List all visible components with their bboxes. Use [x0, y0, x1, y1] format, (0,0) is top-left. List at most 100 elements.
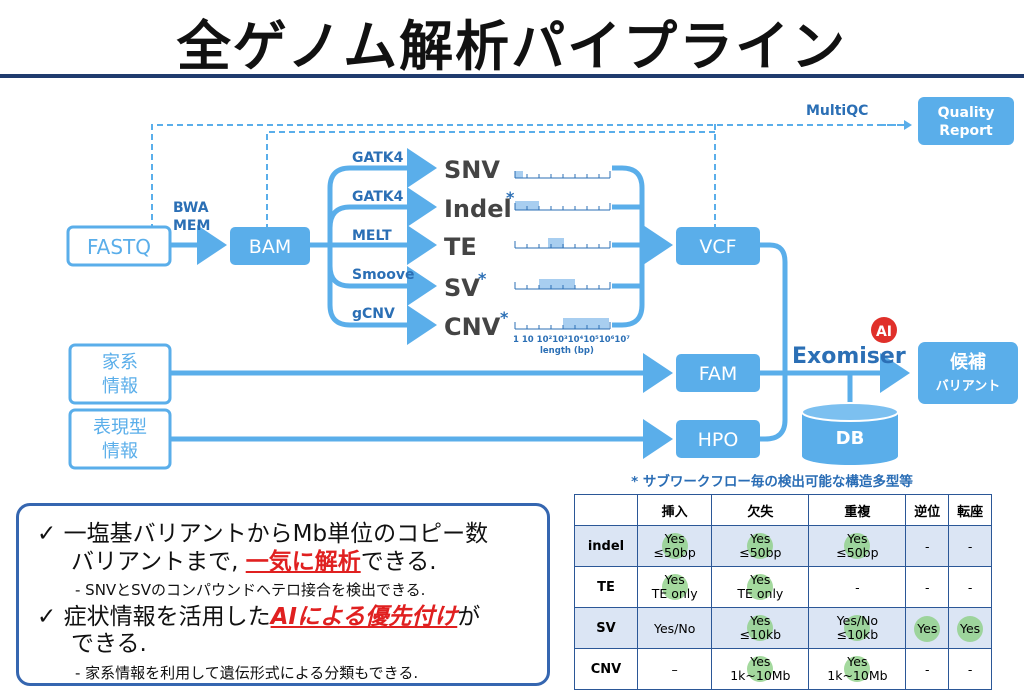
bullet-2-line1: ✓ 症状情報を活用したAIによる優先付けが — [37, 603, 480, 631]
multiqc-dashed-lines — [151, 120, 912, 230]
table-cell: Yes ≤10kb — [711, 607, 810, 649]
sv-star: * — [478, 269, 487, 288]
indel-star: * — [506, 188, 515, 207]
yes-indicator-dot — [747, 656, 774, 682]
table-cell: - — [905, 525, 950, 567]
fam-label: FAM — [699, 363, 738, 385]
table-cell: Yes/No — [636, 607, 713, 649]
yes-indicator-dot — [747, 574, 774, 600]
table-cell: - — [948, 525, 992, 567]
quality-report-line1: Quality — [938, 105, 995, 121]
table-cell: - — [905, 648, 950, 690]
candidate-variant-node — [918, 342, 1018, 404]
sv-scale — [514, 279, 611, 290]
table-cell: - — [948, 566, 992, 608]
yes-indicator-dot — [844, 656, 871, 682]
snv-label: SNV — [444, 156, 500, 184]
bullet-1-line1: ✓ 一塩基バリアントからMb単位のコピー数 — [37, 521, 489, 547]
indel-label: Indel — [444, 195, 512, 223]
table-cell: - — [808, 566, 907, 608]
table-row-header: SV — [574, 607, 638, 649]
indel-scale — [514, 201, 611, 211]
table-cell: Yes/No ≤10kb — [808, 607, 907, 649]
flow-lines — [170, 148, 910, 459]
db-label: DB — [836, 428, 865, 449]
table-cell: Yes — [948, 607, 992, 649]
table-note: * サブワークフロー毎の検出可能な構造多型等 — [631, 474, 913, 490]
bullet-1-line2: バリアントまで, 一気に解析できる. — [71, 548, 437, 576]
table-row-header: indel — [574, 525, 638, 567]
te-scale — [514, 238, 611, 249]
table-cell: - — [948, 648, 992, 690]
bullet-2-line1-pre: ✓ 症状情報を活用した — [37, 604, 271, 630]
table-row-header: CNV — [574, 648, 638, 690]
gatk4-snv-label: GATK4 — [352, 150, 404, 166]
length-scale-bars — [514, 171, 611, 330]
table-cell: Yes TE only — [636, 566, 713, 608]
gcnv-label: gCNV — [352, 306, 395, 322]
yes-indicator-dot — [747, 533, 774, 559]
database-cylinder — [801, 402, 899, 465]
bullet-1-highlight: 一気に解析 — [245, 549, 361, 575]
table-header-duplication: 重複 — [808, 494, 907, 526]
bullet-1-line2-post: できる. — [360, 549, 437, 575]
snv-scale — [514, 171, 611, 179]
yes-indicator-dot — [661, 574, 688, 600]
exomiser-label: Exomiser — [792, 344, 906, 369]
bullet-2-highlight: AIによる優先付け — [270, 604, 458, 630]
pipeline-diagram: MultiQC FASTQ BWA MEM BAM GATK4 GATK4 ME… — [66, 97, 1018, 470]
table-cell: Yes TE only — [711, 566, 810, 608]
table-header-deletion: 欠失 — [711, 494, 810, 526]
vcf-label: VCF — [699, 236, 736, 258]
bullet-2-line1-post: が — [457, 604, 481, 630]
melt-label: MELT — [352, 228, 392, 244]
table-row-header: TE — [574, 566, 638, 608]
table-cell: Yes — [905, 607, 950, 649]
table-cell: Yes ≤50bp — [636, 525, 713, 567]
cnv-label: CNV — [444, 313, 501, 341]
te-label: TE — [444, 233, 477, 261]
table-cell: Yes ≤50bp — [711, 525, 810, 567]
candidate-line1: 候補 — [950, 351, 986, 373]
table-header-row: 挿入 欠失 重複 逆位 転座 — [574, 494, 992, 526]
quality-report-line2: Report — [939, 123, 993, 139]
yes-indicator-dot — [747, 615, 774, 641]
sv-label: SV — [444, 274, 480, 302]
vcf-node — [676, 227, 760, 265]
yes-indicator-dot — [957, 615, 984, 642]
length-ticks: 1 10 10²10³10⁴10⁵10⁶10⁷ — [513, 335, 630, 345]
bam-node — [230, 227, 310, 265]
title-underline — [0, 74, 1024, 78]
gatk4-indel-label: GATK4 — [352, 189, 404, 205]
phenotype-info-line2: 情報 — [102, 441, 138, 462]
bam-label: BAM — [249, 236, 291, 258]
yes-indicator-dot — [844, 533, 871, 559]
bullet-2-line2: できる. — [71, 631, 147, 657]
family-info-node — [68, 343, 172, 405]
bullet-1-sub: - SNVとSVのコンパウンドヘテロ接合を検出できる. — [75, 581, 426, 599]
hpo-label: HPO — [698, 429, 739, 451]
cnv-scale — [514, 318, 611, 330]
table-header-translocation: 転座 — [948, 494, 992, 526]
quality-report-node — [918, 97, 1014, 145]
bullet-1-line2-pre: バリアントまで, — [71, 549, 246, 575]
table-cell: - — [905, 566, 950, 608]
table-cell: Yes ≤50bp — [808, 525, 907, 567]
phenotype-info-line1: 表現型 — [93, 417, 147, 438]
yes-indicator-dot — [844, 615, 871, 641]
fam-node — [676, 354, 760, 392]
yes-indicator-dot — [661, 533, 688, 559]
length-axis-label: length (bp) — [540, 346, 594, 356]
multiqc-label: MultiQC — [806, 103, 868, 119]
table-header-inversion: 逆位 — [905, 494, 950, 526]
fastq-node — [66, 225, 172, 267]
table-header-insertion: 挿入 — [636, 494, 713, 526]
phenotype-info-node — [68, 408, 172, 470]
cnv-star: * — [500, 308, 509, 327]
summary-box: ✓ 一塩基バリアントからMb単位のコピー数 バリアントまで, 一気に解析できる.… — [16, 503, 550, 686]
